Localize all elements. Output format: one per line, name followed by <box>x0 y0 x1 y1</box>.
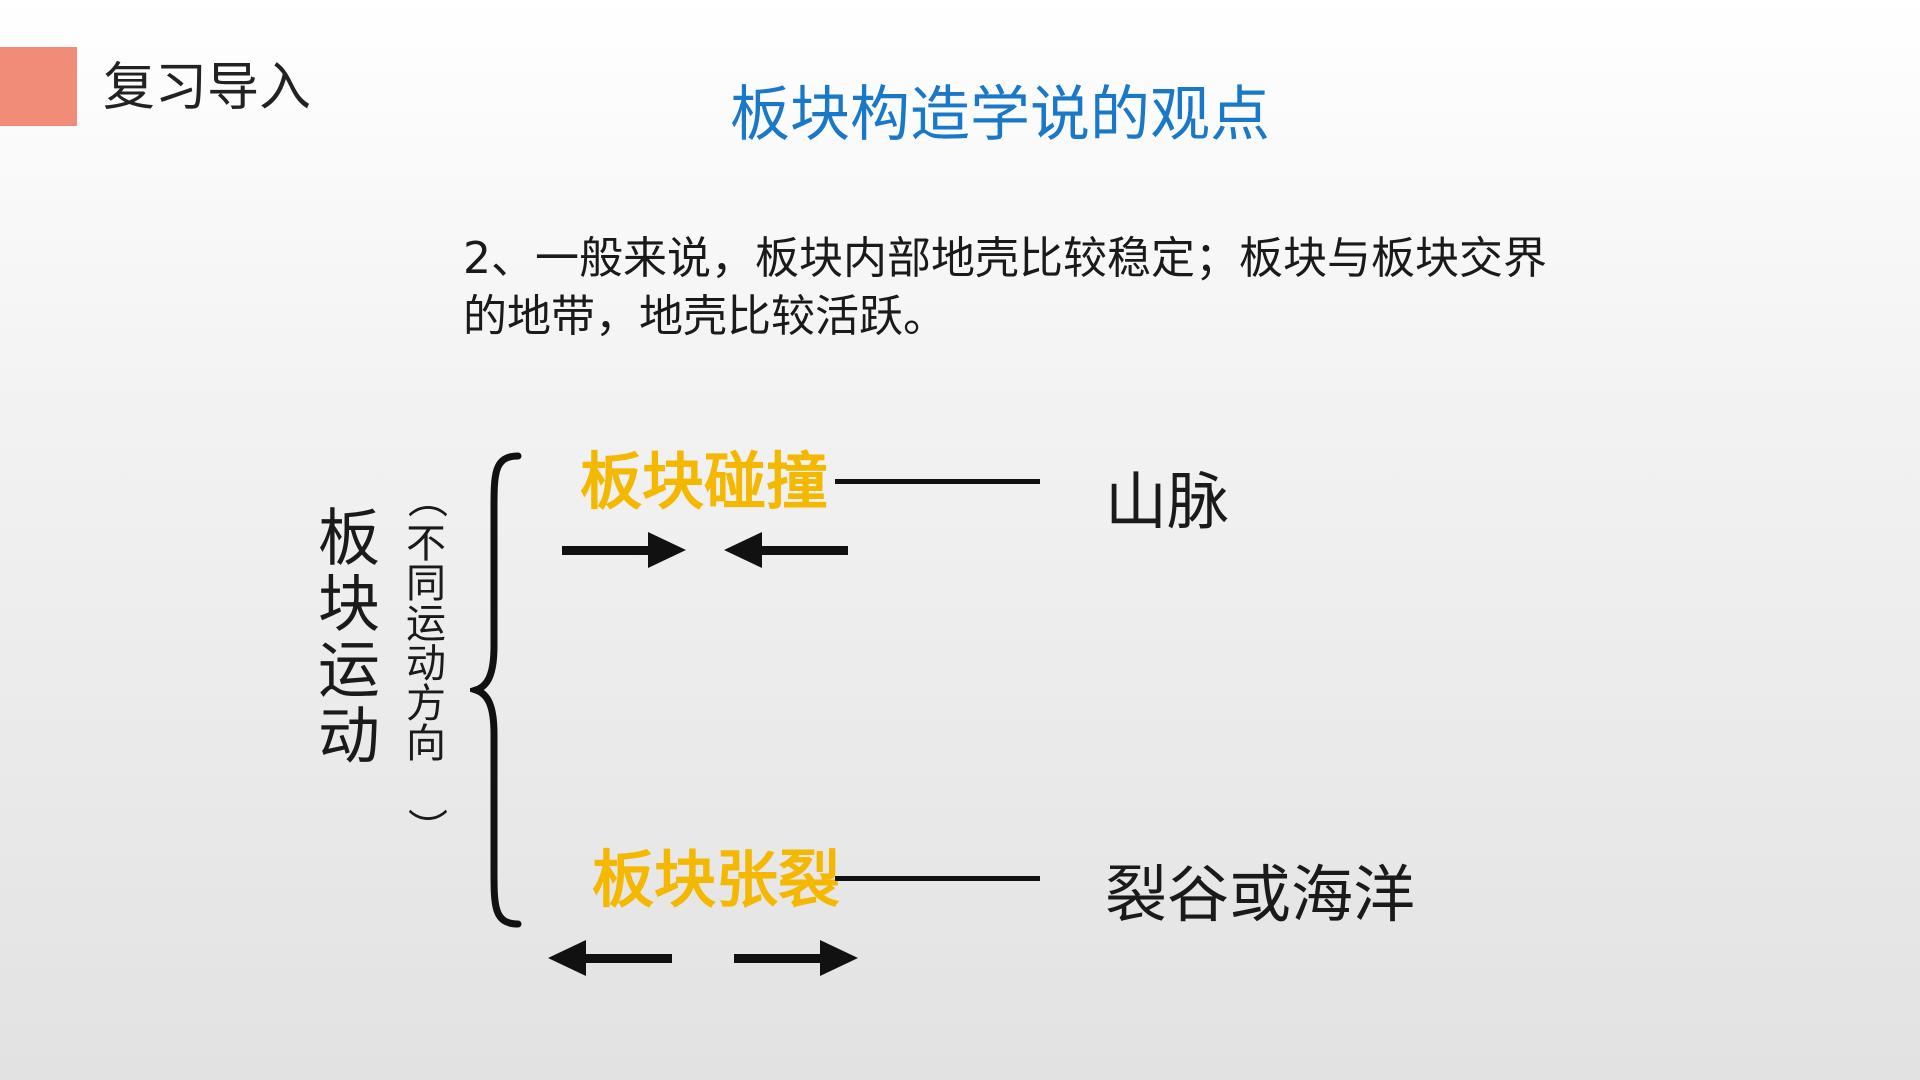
arrow-left-icon <box>548 940 672 976</box>
collision-result: 山脉 <box>1105 465 1230 538</box>
arrow-right-icon <box>562 532 686 568</box>
rift-result: 裂谷或海洋 <box>1105 858 1416 931</box>
section-label: 复习导入 <box>103 58 312 118</box>
paren-open: （ <box>401 478 447 518</box>
movement-direction-label: 不同运动方向 <box>399 522 445 762</box>
statement-text: 2、一般来说，板块内部地壳比较稳定；板块与板块交界 的地带，地壳比较活跃。 <box>463 230 1703 346</box>
arrow-left-icon <box>724 532 848 568</box>
paren-close: ） <box>401 808 447 848</box>
slide-title: 板块构造学说的观点 <box>730 80 1270 150</box>
section-accent-block <box>0 47 77 126</box>
statement-line-2: 的地带，地壳比较活跃。 <box>463 291 947 342</box>
collision-connector-line <box>835 479 1040 484</box>
collision-label: 板块碰撞 <box>580 445 829 518</box>
arrow-right-icon <box>734 940 858 976</box>
plate-movement-label: 板块运动 <box>307 505 380 769</box>
curly-brace-icon <box>470 452 522 928</box>
rift-connector-line <box>835 876 1040 881</box>
statement-line-1: 2、一般来说，板块内部地壳比较稳定；板块与板块交界 <box>463 233 1547 284</box>
rift-label: 板块张裂 <box>592 843 841 916</box>
